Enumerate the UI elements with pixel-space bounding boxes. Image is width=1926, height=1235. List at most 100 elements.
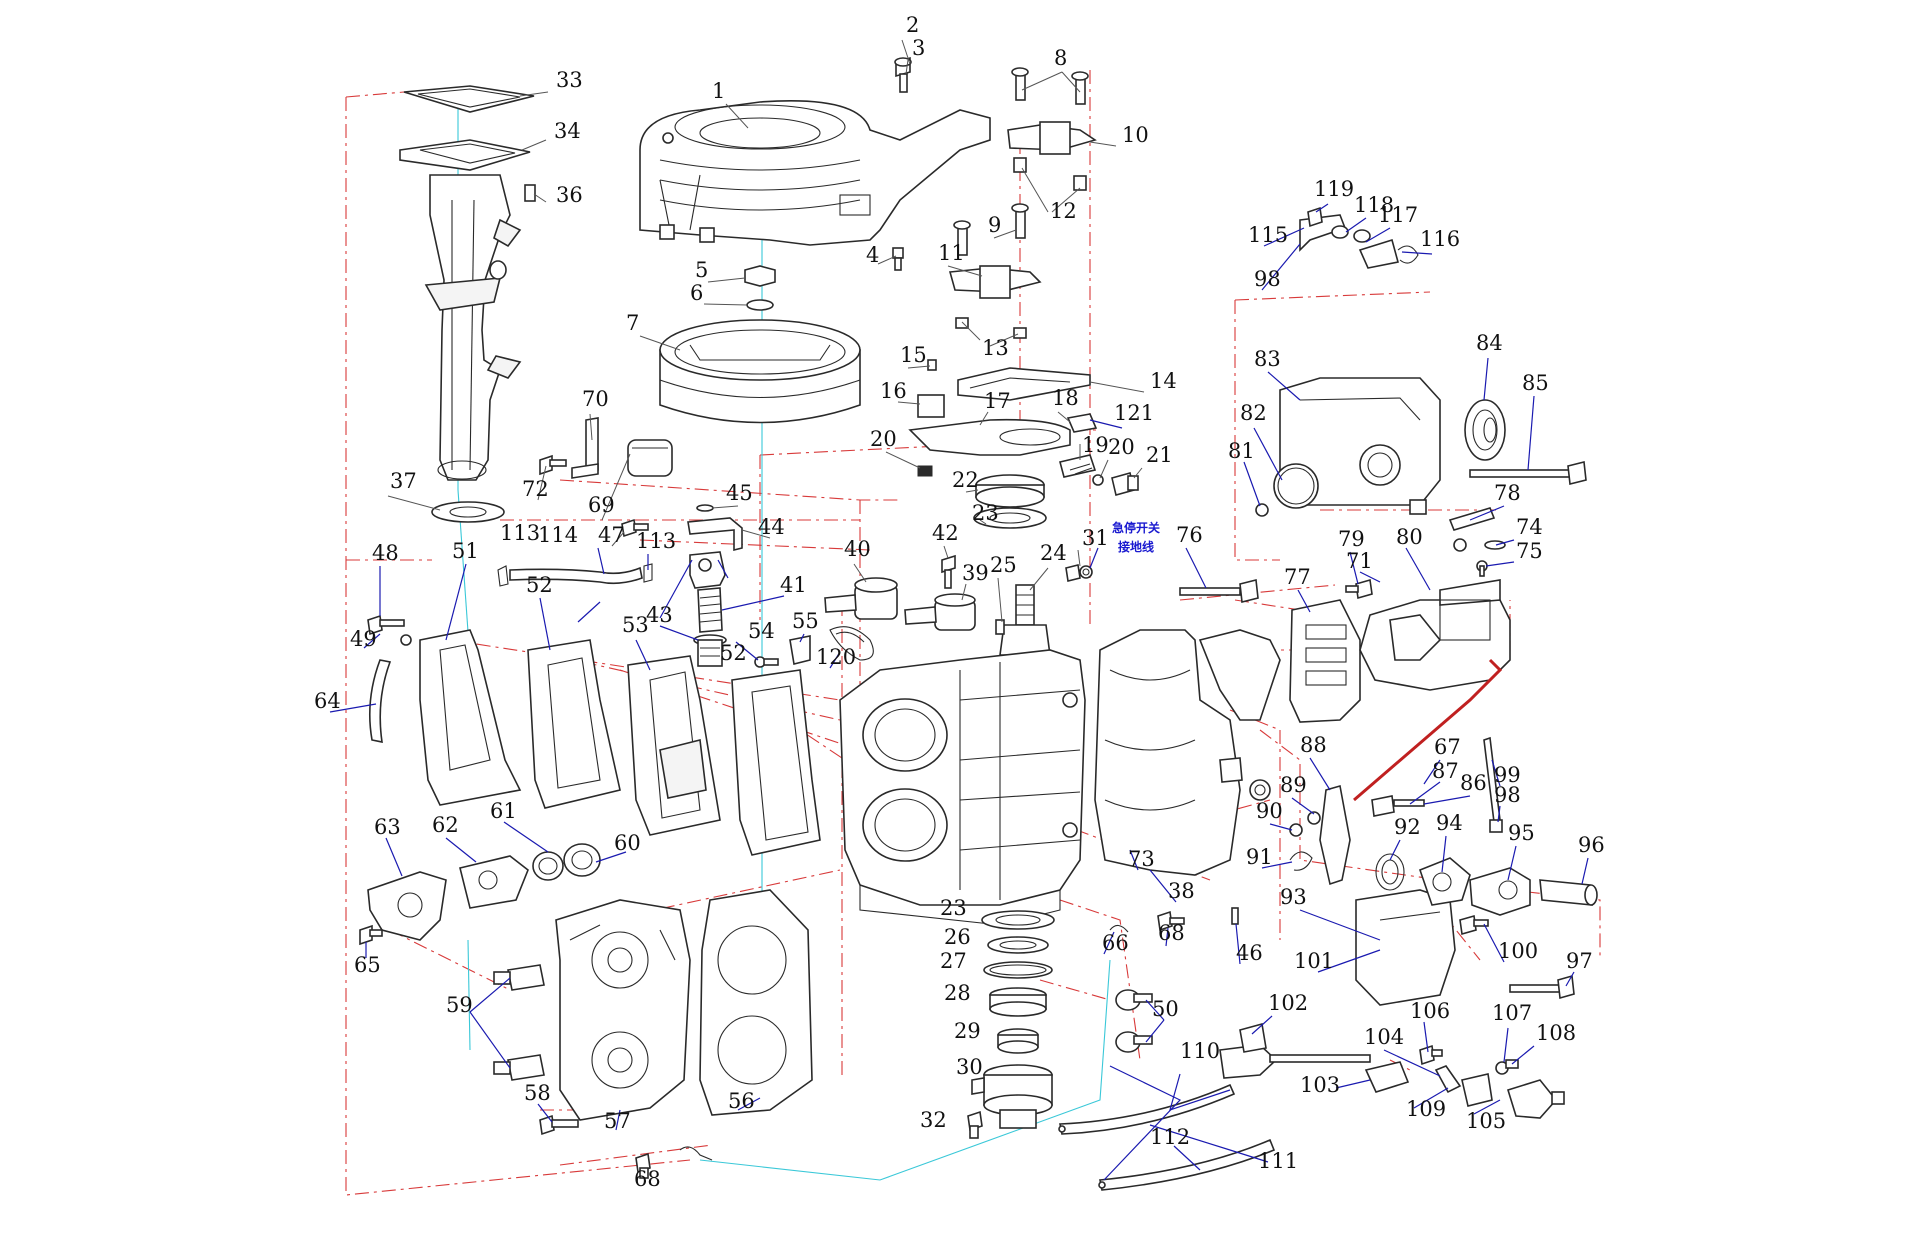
part-number-label: 113 [500,521,540,545]
part-number-label: 74 [1516,515,1543,539]
cover-screw [892,247,904,271]
part-number-label: 106 [1410,999,1450,1023]
intake-manifold [1359,579,1511,691]
part-number-label: 120 [816,645,856,669]
part-number-label: 54 [748,619,775,643]
part-number-label: 50 [1152,997,1179,1021]
part-number-label: 29 [954,1019,981,1043]
control-bracket [1355,857,1598,1006]
part-number-label: 115 [1248,223,1288,247]
flywheel [659,319,861,424]
thermostat-parts [687,504,743,667]
part-number-label: 42 [932,521,959,545]
part-number-label: 49 [350,627,377,651]
part-number-label: 102 [1268,991,1308,1015]
part-number-label: 60 [614,831,641,855]
fuel-hoses [1058,1083,1276,1191]
cylinder-block [839,649,1086,926]
cover-bolt [894,56,912,93]
part-number-label: 6 [690,281,703,305]
part-number-label: 36 [556,183,583,207]
wire-clip [829,626,874,661]
part-number-label: 77 [1284,565,1311,589]
part-number-label: 7 [626,311,639,335]
pulley-assembly [1255,399,1587,517]
part-number-label: 45 [726,481,753,505]
part-number-label: 8 [1054,46,1067,70]
part-number-label: 113 [636,529,676,553]
pin-46 [1231,907,1239,925]
part-number-label: 43 [646,603,673,627]
throttle-linkage-78 [1448,507,1506,577]
part-number-label: 4 [866,243,879,267]
part-number-label: 73 [1128,847,1155,871]
part-number-label: 83 [1254,347,1281,371]
part-number-label: 56 [728,1089,755,1113]
part-number-label: 44 [758,515,785,539]
part-number-label: 96 [1578,833,1605,857]
part-number-label: 21 [1146,443,1173,467]
part-number-label: 98 [1494,783,1521,807]
part-number-label: 117 [1378,203,1418,227]
screw-47 [621,518,649,538]
part-number-label: 98 [1254,267,1281,291]
bottom-bolts [635,910,1185,1179]
part-number-label: 17 [984,389,1011,413]
part-number-label: 88 [1300,733,1327,757]
shift-shaft-assembly [1219,1022,1565,1119]
part-number-label: 114 [538,523,578,547]
part-number-label: 3 [912,36,925,60]
fitting-50 [1115,989,1153,1053]
part-number-label: 94 [1436,811,1463,835]
part-number-label: 23 [972,501,999,525]
part-number-label: 61 [490,799,517,823]
part-number-label: 86 [1460,771,1487,795]
part-number-label: 97 [1566,949,1593,973]
choke-linkage [1299,206,1419,269]
part-number-label: 34 [554,119,581,143]
part-number-label: 67 [1434,735,1461,759]
ignition-coil-assembly [948,67,1097,339]
part-number-label: 69 [588,493,615,517]
part-number-label: 9 [988,213,1001,237]
part-number-label: 80 [1396,525,1423,549]
part-number-label: 92 [1394,815,1421,839]
part-number-label: 87 [1432,759,1459,783]
part-number-label: 71 [1346,549,1373,573]
part-number-label: 19 [1082,433,1109,457]
part-number-label: 82 [1240,401,1267,425]
part-number-label: 99 [1494,763,1521,787]
part-number-label: 14 [1150,369,1177,393]
part-number-label: 55 [792,609,819,633]
part-number-label: 53 [622,613,649,637]
part-number-label: 5 [695,258,708,282]
part-number-label: 2 [906,13,919,37]
part-number-label: 62 [432,813,459,837]
part-number-label: 64 [314,689,341,713]
part-number-label: 38 [1168,879,1195,903]
crankcase-half [1094,629,1281,876]
part-number-label: 24 [1040,541,1067,565]
part-number-label: 11 [938,241,965,265]
part-number-label: 63 [374,815,401,839]
small-bolts-top [941,554,1093,589]
part-number-label: 65 [354,953,381,977]
part-number-label: 40 [844,537,871,561]
bolts-76-79 [1179,578,1373,603]
part-number-label: 30 [956,1055,983,1079]
timing-plate-assembly [908,359,1139,496]
part-number-label: 26 [944,925,971,949]
part-number-label: 90 [1256,799,1283,823]
throttle-cable [1353,658,1503,802]
part-number-label: 20 [870,427,897,451]
part-number-label: 18 [1052,386,1079,410]
part-number-label: 15 [900,343,927,367]
part-number-label: 112 [1150,1125,1190,1149]
part-number-label: 72 [522,477,549,501]
spark-plug-caps [824,577,976,631]
part-number-label: 66 [1102,931,1129,955]
part-number-label: 20 [1108,435,1135,459]
